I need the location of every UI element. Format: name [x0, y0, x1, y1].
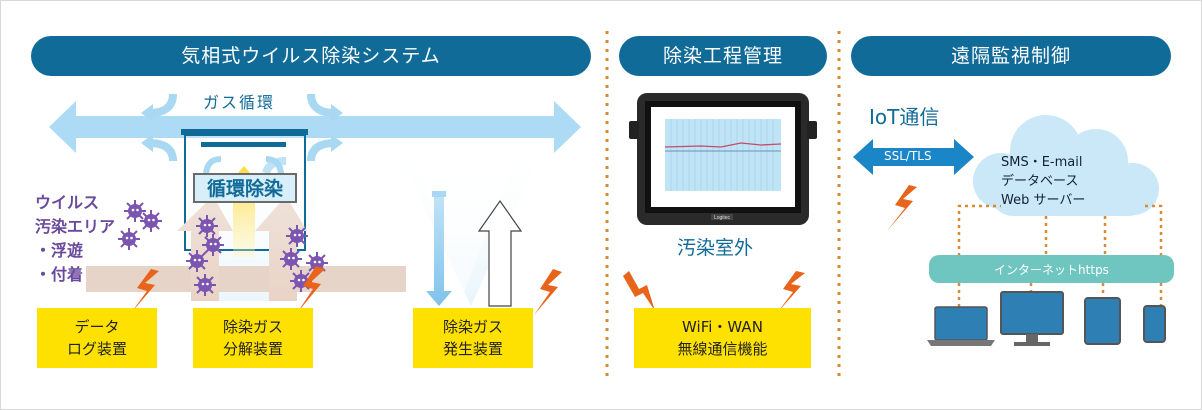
gas-circulation-label: ガス循環 [203, 93, 276, 112]
wifi-label: WiFi・WAN 無線通信機能 [677, 318, 768, 358]
generator-box: 除染ガス 発生装置 [413, 308, 533, 368]
section-title-gas-system: 気相式ウイルス除染システム [31, 36, 591, 76]
cloud-icon [973, 115, 1159, 216]
ssl-arrow [853, 139, 974, 175]
iot-label: IoT通信 [869, 105, 940, 129]
lightning-icon [131, 185, 917, 315]
laptop-icon [927, 306, 995, 346]
gas-up-arrow [477, 199, 523, 307]
internet-label: インターネットhttps [994, 263, 1109, 277]
virus-area-text: ウイルス 汚染エリア ・浮遊 ・付着 [35, 191, 115, 287]
data-logger-label: データ ログ装置 [66, 318, 127, 358]
wifi-box: WiFi・WAN 無線通信機能 [634, 308, 811, 368]
cloud-label: SMS・E-mail データベース Web サーバー [1001, 155, 1086, 208]
section-title-process: 除染工程管理 [619, 36, 827, 76]
gas-circulation-arrow [49, 101, 581, 153]
tablet-icon [1084, 297, 1121, 345]
circulation-decon-label: 循環除染 [193, 173, 297, 203]
virus-area-line-3: ・浮遊 [35, 241, 84, 260]
network-connectors [957, 204, 1163, 307]
virus-area-line-2: 汚染エリア [35, 217, 116, 236]
tablet-brand: Logitec [714, 215, 731, 221]
internet-bar [929, 255, 1174, 283]
ssl-label: SSL/TLS [884, 149, 932, 163]
outside-label: 汚染室外 [677, 237, 754, 259]
gas-down-arrow [426, 191, 452, 306]
section-title-remote: 遠隔監視制御 [851, 36, 1171, 76]
smartphone-icon [1143, 305, 1166, 343]
tablet-device [629, 93, 817, 225]
virus-area-line-4: ・付着 [35, 265, 84, 284]
contaminated-floor [86, 266, 406, 292]
data-logger-box: データ ログ装置 [37, 308, 157, 368]
decomposer-label: 除染ガス 分解装置 [222, 318, 283, 358]
monitor-icon [1000, 291, 1064, 346]
virus-area-line-1: ウイルス [35, 193, 100, 212]
generator-label: 除染ガス 発生装置 [442, 318, 503, 358]
decomposer-box: 除染ガス 分解装置 [193, 308, 313, 368]
